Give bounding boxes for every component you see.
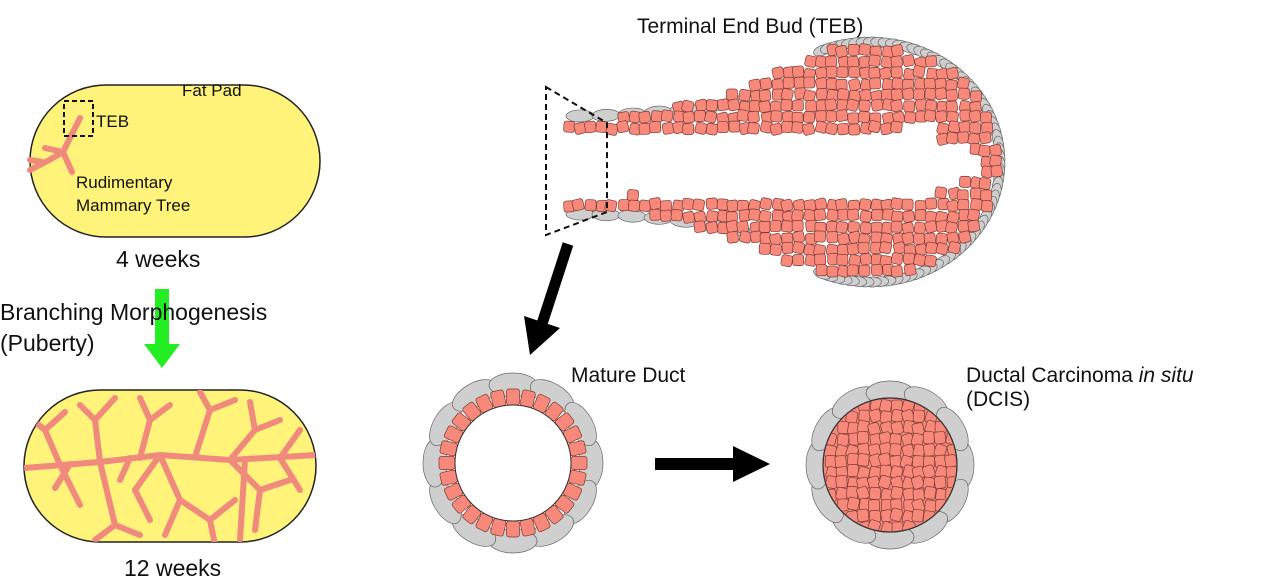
dcis-label-line2: (DCIS) — [966, 388, 1030, 411]
terminal-end-bud — [563, 37, 1005, 288]
dcis-label-line1: Ductal Carcinoma in situ — [966, 364, 1194, 387]
fat-pad-12-weeks — [24, 390, 316, 545]
rudimentary-label: Rudimentary — [76, 173, 173, 192]
teb-label: TEB — [96, 112, 129, 131]
branching-morphogenesis-label: Branching Morphogenesis — [0, 299, 267, 325]
fat-pad-label: Fat Pad — [182, 81, 242, 100]
four-weeks-label: 4 weeks — [116, 246, 200, 272]
puberty-label: (Puberty) — [0, 330, 95, 356]
black-right-arrow — [655, 446, 770, 482]
teb-luminal-cells — [563, 43, 1002, 277]
mature-duct-label: Mature Duct — [571, 364, 686, 387]
twelve-weeks-label: 12 weeks — [124, 555, 221, 579]
dcis-duct — [805, 380, 974, 549]
mature-duct — [423, 373, 603, 553]
teb-title: Terminal End Bud (TEB) — [637, 15, 863, 38]
mammary-tree-label: Mammary Tree — [76, 196, 190, 215]
black-diagonal-arrow — [524, 244, 568, 355]
fat-pad-4-weeks: Fat Pad TEB Rudimentary Mammary Tree — [30, 81, 320, 237]
